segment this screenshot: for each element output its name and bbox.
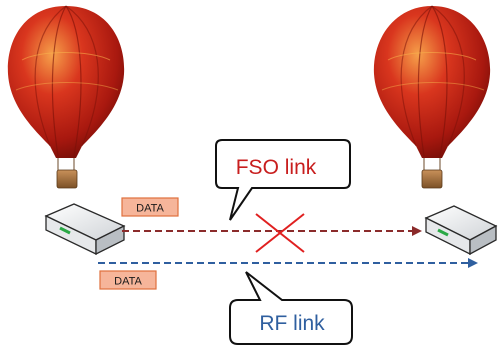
router-right <box>424 205 498 256</box>
balloon-left <box>7 5 125 189</box>
router-icon <box>424 205 498 256</box>
hot-air-balloon-icon <box>7 5 125 189</box>
data-tag-fso: DATA <box>121 197 179 217</box>
fso-callout: FSO link <box>215 139 351 221</box>
broken-link-icon <box>255 213 305 253</box>
data-tag-rf: DATA <box>99 270 157 290</box>
router-left <box>44 203 126 256</box>
data-tag-fso-label: DATA <box>136 203 164 215</box>
fso-link-label: FSO link <box>236 156 317 179</box>
hot-air-balloon-icon <box>373 5 491 189</box>
router-icon <box>44 203 126 256</box>
data-tag-rf-label: DATA <box>114 276 142 288</box>
balloon-right <box>373 5 491 189</box>
rf-link-label: RF link <box>259 312 325 335</box>
rf-callout: RF link <box>229 271 353 345</box>
